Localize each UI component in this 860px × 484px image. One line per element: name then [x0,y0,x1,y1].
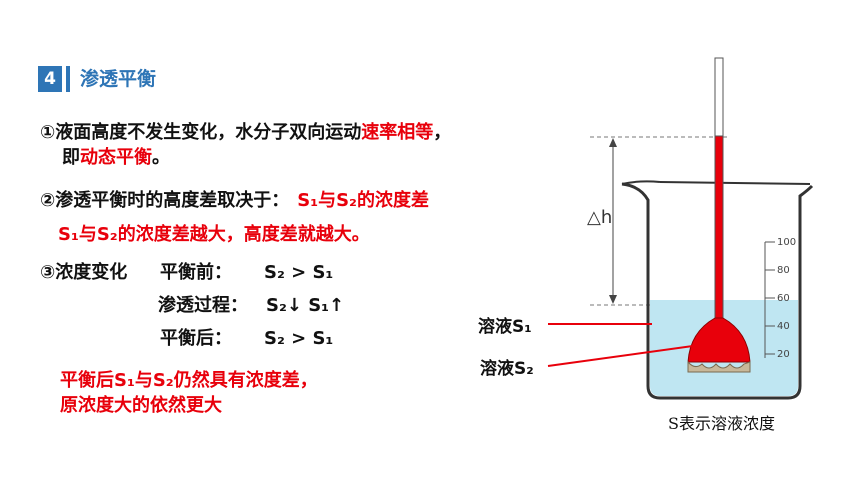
beaker-rim [659,181,811,185]
tube-empty-part [714,57,724,137]
tick-60: 60 [777,293,790,304]
before-label: 平衡前： [160,262,232,283]
diagram-caption: S表示溶液浓度 [668,414,775,433]
section-divider [66,66,70,92]
point-2-line-1: ②渗透平衡时的高度差取决于：S₁与S₂的浓度差 [40,190,429,211]
arrow-head-up [609,138,617,147]
point-2-line-2: S₁与S₂的浓度差越大，高度差就越大。 [58,224,370,245]
process-value: S₂↓ S₁↑ [266,295,345,316]
tick-80: 80 [777,265,790,276]
conclusion-line-2: 原浓度大的依然更大 [60,395,222,416]
delta-h-label: △h [587,207,613,228]
tick-20: 20 [777,349,790,360]
point-1-line-1: ①液面高度不发生变化，水分子双向运动速率相等， [40,122,452,143]
tick-100: 100 [777,237,796,248]
s2-pointer [547,344,701,367]
point-1-line-2: 即动态平衡。 [62,147,170,168]
process-label: 渗透过程： [158,295,248,316]
section-number: 4 [38,66,62,92]
conclusion-line-1: 平衡后S₁与S₂仍然具有浓度差， [60,370,318,391]
arrow-head-down [609,295,617,304]
section-title: 渗透平衡 [80,68,157,90]
solution-s1-label: 溶液S₁ [478,317,532,337]
beaker-outline [621,182,814,400]
tick-40: 40 [777,321,790,332]
beaker-spout [621,180,661,185]
tube-red-column [714,135,724,327]
solution-s2-label: 溶液S₂ [480,359,534,379]
after-label: 平衡后： [160,328,232,349]
point-3-label: ③浓度变化 [40,262,128,283]
semipermeable-membrane [687,360,751,373]
before-value: S₂ > S₁ [264,262,334,283]
after-value: S₂ > S₁ [264,328,334,349]
